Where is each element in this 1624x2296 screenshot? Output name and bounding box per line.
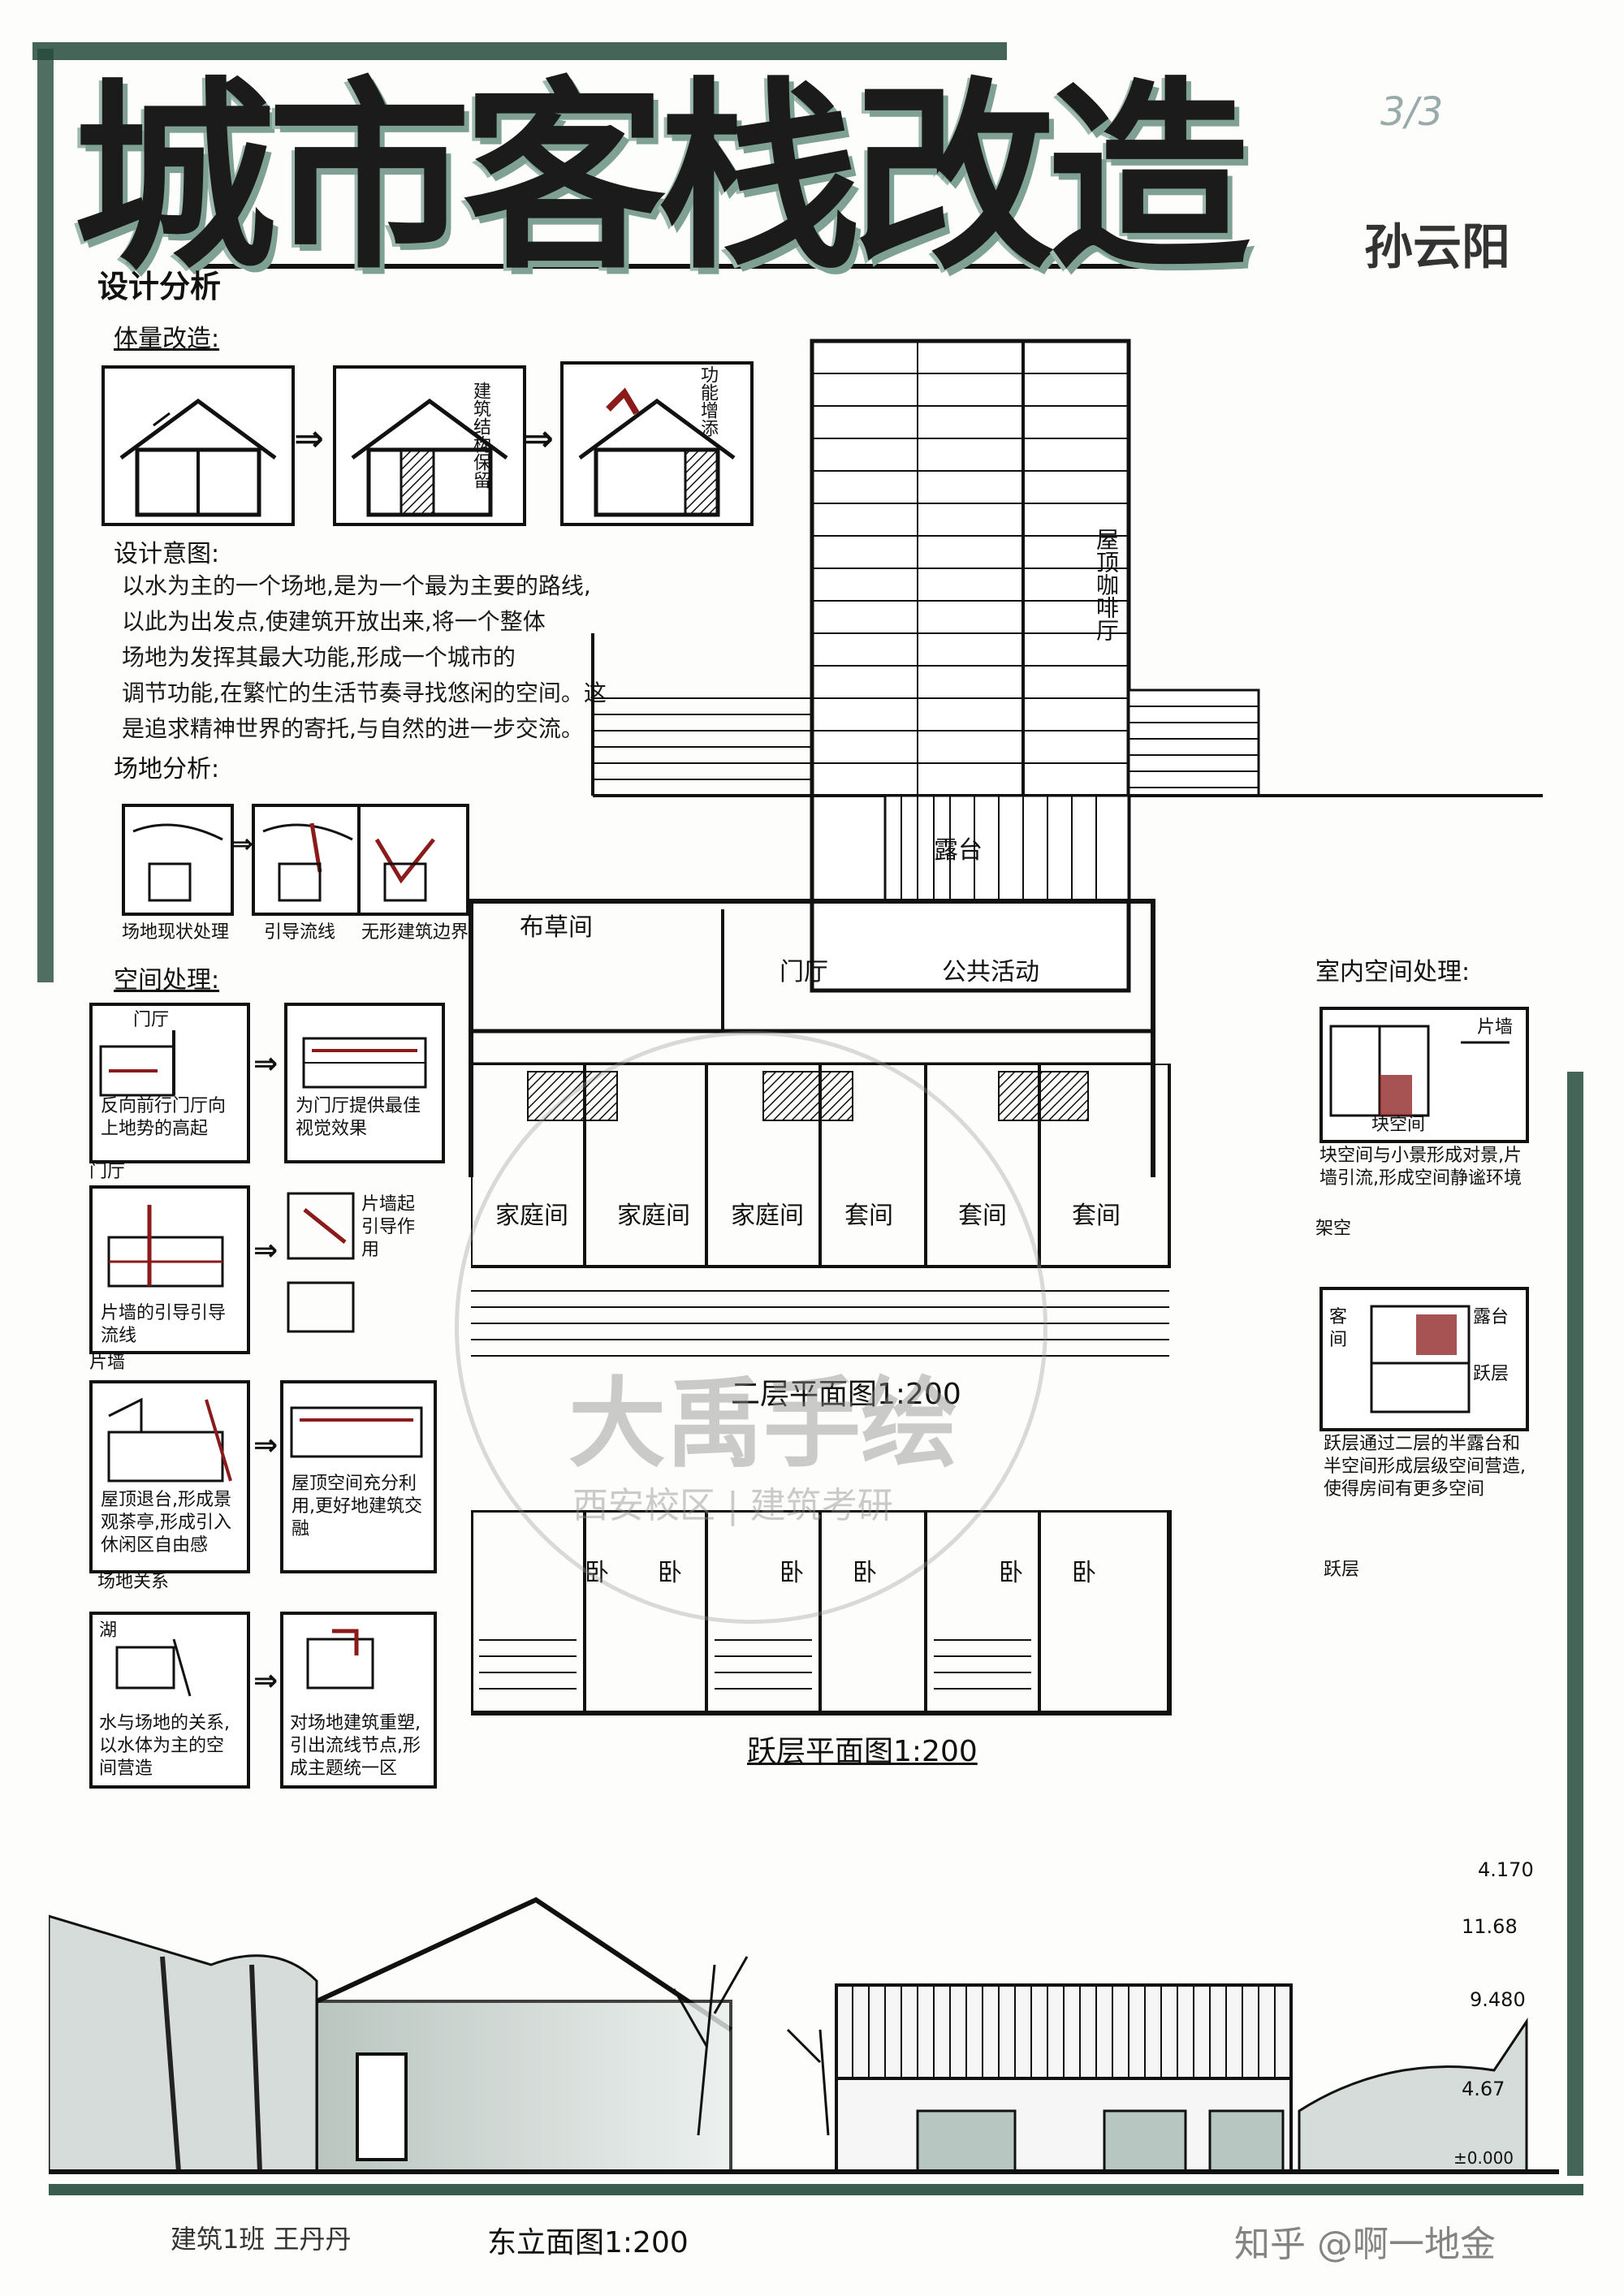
title-char-2: 市: [268, 58, 471, 296]
massing-heading: 体量改造:: [114, 325, 220, 353]
terrace-label: 露台: [934, 836, 983, 865]
intent-line: 场地为发挥其最大功能,形成一个城市的: [122, 644, 516, 671]
title-char-4: 栈: [658, 58, 861, 296]
title-char-6: 造: [1047, 58, 1250, 296]
bedroom-5: 卧: [999, 1559, 1023, 1587]
arrow-icon: ⇒: [524, 418, 554, 460]
title-char-1: 城: [73, 58, 276, 296]
site-heading: 场地分析:: [114, 755, 220, 783]
interior-note-2: 跃层通过二层的半露台和半空间形成层级空间营造,使得房间有更多空间: [1324, 1434, 1526, 1500]
massing-sketch-3-drawing: [578, 387, 736, 517]
massing-sketch-3: [560, 361, 754, 526]
space-sketch-2-left: 片墙的引导引导流线: [89, 1185, 250, 1354]
zhihu-watermark: 知乎 @啊一地金: [1234, 2224, 1496, 2265]
interior-note-1: 块空间与小景形成对景,片墙引流,形成空间静谧环境: [1320, 1146, 1522, 1189]
elevation-caption: 东立面图1:200: [487, 2226, 689, 2259]
space-sketch-3-left: 屋顶退台,形成景观茶亭,形成引入休闲区自由感: [89, 1380, 250, 1573]
right-frame-bar: [1567, 1072, 1583, 2176]
interior-tag-2: 架空: [1315, 1219, 1352, 1239]
massing-sketch-2-drawing: [351, 398, 508, 517]
intent-line: 以此为出发点,使建筑开放出来,将一个整体: [122, 608, 546, 635]
site-caption-2: 引导流线: [264, 922, 336, 943]
site-sketch-1: [122, 804, 234, 916]
author-name: 孙云阳: [1364, 219, 1510, 276]
space-tag-1: 门厅: [133, 1010, 170, 1030]
interior-heading: 室内空间处理:: [1315, 958, 1471, 986]
level-mark-4: 4.67: [1462, 2078, 1505, 2100]
arrow-icon: ⇒: [253, 1047, 279, 1081]
arrow-icon: ⇒: [253, 1429, 279, 1462]
level-mark-2: 11.68: [1462, 1915, 1518, 1938]
site-sketch-2: [252, 804, 364, 916]
space-sketch-1-right: 为门厅提供最佳视觉效果: [284, 1003, 445, 1163]
interior-tag-4: 露台: [1473, 1307, 1510, 1327]
arrow-icon: ⇒: [231, 828, 253, 859]
intent-heading: 设计意图:: [114, 540, 220, 568]
space-right-text-2: 片墙起引导作用: [361, 1194, 416, 1260]
title-underline: [187, 264, 1242, 269]
site-sketch-3: [357, 804, 469, 916]
space-right-text-4: 对场地建筑重塑,引出流线节点,形成主题统一区: [290, 1713, 421, 1779]
arrow-icon: ⇒: [253, 1234, 279, 1267]
arrow-icon: ⇒: [253, 1664, 279, 1698]
intent-text: 以水为主的一个场地,是为一个最为主要的路线, 以此为出发点,使建筑开放出来,将一…: [122, 568, 633, 747]
interior-caption-1: 块空间: [1371, 1115, 1426, 1135]
space-left-text-1: 反向前行门厅向上地势的高起: [101, 1096, 227, 1139]
lobby-label: 门厅: [780, 958, 828, 986]
analysis-heading: 设计分析: [97, 269, 222, 304]
level-mark-3: 9.480: [1470, 1988, 1526, 2011]
intent-line: 调节功能,在繁忙的生活节奏寻找悠闲的空间。这: [122, 680, 607, 706]
massing-sketch-1-drawing: [119, 398, 277, 517]
interior-sketch-1: 片墙 块空间: [1320, 1007, 1529, 1143]
top-frame-bar: [32, 42, 1007, 60]
watermark-brand: 大禹手绘: [568, 1368, 958, 1481]
space-sketch-4-right: 对场地建筑重塑,引出流线节点,形成主题统一区: [280, 1612, 437, 1789]
arrow-icon: ⇒: [294, 418, 324, 460]
level-mark-1: 4.170: [1478, 1858, 1534, 1881]
interior-tag-5: 跃层: [1473, 1364, 1510, 1384]
class-name: 建筑1班 王丹丹: [171, 2224, 352, 2255]
space-tag-2: 门厅: [89, 1162, 126, 1182]
interior-sketch-2: 客间 露台 跃层: [1320, 1287, 1529, 1431]
watermark-sub: 西安校区 | 建筑考研: [572, 1485, 893, 1526]
space-right-text-3: 屋顶空间充分利用,更好地建筑交融: [292, 1474, 422, 1539]
massing-note-2: 功能增添: [698, 365, 718, 437]
intent-line: 是追求精神世界的寄托,与自然的进一步交流。: [122, 715, 584, 742]
space-sketch-1-left: 门厅 反向前行门厅向上地势的高起: [89, 1003, 250, 1163]
bottom-frame-bar: [49, 2184, 1583, 2195]
title-char-5: 改: [853, 58, 1056, 296]
page-number: 3/3: [1380, 89, 1444, 135]
interior-tag-3: 客间: [1329, 1307, 1348, 1350]
space-left-text-4: 水与场地的关系,以水体为主的空间营造: [99, 1713, 230, 1779]
space-left-text-3: 屋顶退台,形成景观茶亭,形成引入休闲区自由感: [101, 1490, 231, 1556]
roof-cafe-label: 屋顶咖啡厅: [1093, 528, 1120, 641]
space-tag-5: 湖: [99, 1621, 118, 1641]
space-sketch-4-left: 湖 水与场地的关系,以水体为主的空间营造: [89, 1612, 250, 1789]
space-tag-4: 场地关系: [97, 1572, 170, 1592]
site-caption-3: 无形建筑边界: [361, 922, 469, 943]
space-right-text-1: 为门厅提供最佳视觉效果: [296, 1096, 421, 1139]
east-elevation: [49, 1897, 1559, 2174]
interior-tag-6: 跃层: [1324, 1560, 1360, 1580]
massing-sketch-1: [102, 365, 295, 526]
suite-3: 套间: [1072, 1202, 1121, 1230]
space-heading: 空间处理:: [114, 966, 220, 995]
massing-note-1: 建筑结构保留: [470, 382, 490, 489]
intent-line: 以水为主的一个场地,是为一个最为主要的路线,: [122, 572, 591, 599]
title-char-3: 客: [463, 58, 666, 296]
left-frame-bar: [37, 49, 54, 982]
interior-tag-1: 片墙: [1477, 1017, 1514, 1038]
massing-sketch-2: [333, 365, 526, 526]
space-left-text-2: 片墙的引导引导流线: [101, 1303, 227, 1346]
site-caption-1: 场地现状处理: [122, 922, 230, 943]
bedroom-6: 卧: [1072, 1559, 1096, 1587]
space-tag-3: 片墙: [89, 1353, 126, 1373]
space-sketch-2-right: 片墙起引导作用: [280, 1185, 430, 1348]
space-sketch-3-right: 屋顶空间充分利用,更好地建筑交融: [280, 1380, 437, 1573]
level-mark-5: ±0.000: [1453, 2148, 1514, 2168]
linen-room-label: 布草间: [520, 913, 593, 942]
public-activity-label: 公共活动: [942, 958, 1039, 986]
duplex-floor-caption: 跃层平面图1:200: [747, 1735, 978, 1768]
watermark-circle: [455, 1031, 1047, 1624]
